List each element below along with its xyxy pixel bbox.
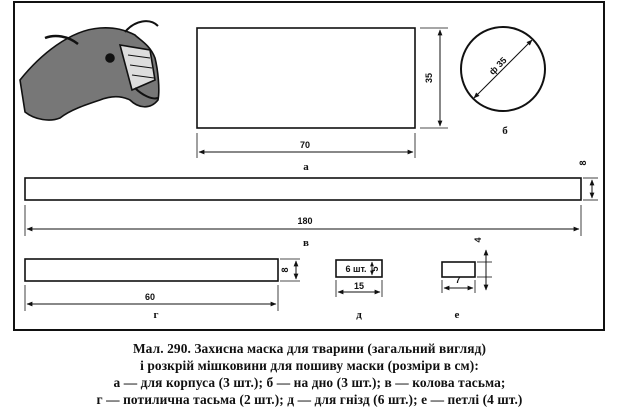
part-g-letter: г <box>154 309 159 321</box>
part-b-diameter-label: ф 35 <box>487 55 508 76</box>
part-g-shape <box>24 258 279 282</box>
part-g-length-label: 60 <box>145 292 155 302</box>
caption-line-4: г — потилична тасьма (2 шт.); д — для гн… <box>96 392 523 407</box>
part-g: 8 60 г <box>24 258 300 321</box>
part-b: ф 35 б <box>460 26 546 137</box>
part-v-letter: в <box>303 237 309 249</box>
part-v: 8 180 в <box>24 160 598 249</box>
part-e-letter: е <box>455 309 460 321</box>
part-a-letter: а <box>303 161 309 173</box>
caption-line-3: а — для корпуса (3 шт.); б — на дно (3 ш… <box>113 375 506 390</box>
part-d-qty-label: 6 шт. <box>345 264 366 274</box>
part-d-shape <box>335 259 383 278</box>
part-b-letter: б <box>502 125 508 137</box>
part-e: 4 7 е <box>441 237 492 321</box>
part-b-shape <box>460 26 546 112</box>
part-a: 35 70 а <box>196 27 448 173</box>
figure-caption: Мал. 290. Захисна маска для тварини (заг… <box>0 340 619 408</box>
part-e-shape <box>441 261 476 278</box>
cutting-diagram: 35 70 а ф 35 б 8 180 в 8 60 г <box>13 1 605 331</box>
part-d-height-label: 5 <box>370 266 380 271</box>
part-b-diameter-dimension <box>473 39 533 99</box>
caption-line-1: Мал. 290. Захисна маска для тварини (заг… <box>132 341 487 356</box>
part-d-length-label: 15 <box>354 281 364 291</box>
part-d-letter: д <box>356 309 362 321</box>
part-d: 6 шт. 5 15 д <box>335 259 383 321</box>
part-a-height-label: 35 <box>424 73 434 83</box>
part-a-length-label: 70 <box>300 140 310 150</box>
part-a-shape <box>196 27 416 129</box>
part-v-height-label: 8 <box>578 160 588 165</box>
part-e-height-label: 4 <box>473 237 483 242</box>
figure-frame <box>13 1 605 331</box>
part-v-shape <box>24 177 582 201</box>
animal-mask-illustration <box>19 20 160 121</box>
caption-line-2: і розкрій мішковини для пошиву маски (ро… <box>140 358 479 373</box>
part-v-length-label: 180 <box>297 216 312 226</box>
part-e-length-label: 7 <box>455 275 460 285</box>
part-g-height-label: 8 <box>280 267 290 272</box>
